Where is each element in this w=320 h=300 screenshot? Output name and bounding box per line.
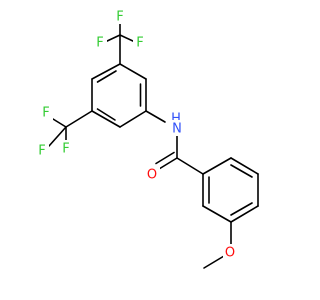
oxygen-atom: O bbox=[145, 166, 160, 183]
svg-text:F: F bbox=[42, 106, 49, 121]
svg-text:N: N bbox=[172, 122, 182, 137]
ring1-bond bbox=[119, 63, 147, 80]
cf-bond bbox=[119, 34, 136, 43]
ring1-bond bbox=[91, 110, 121, 128]
svg-text:F: F bbox=[136, 36, 143, 51]
svg-text:F: F bbox=[62, 142, 69, 157]
cf3-bond bbox=[65, 110, 93, 128]
svg-text:O: O bbox=[147, 168, 157, 183]
o-methyl-bond bbox=[203, 255, 225, 269]
ring1-bond bbox=[119, 110, 147, 128]
ring2-bond bbox=[230, 157, 259, 175]
fluorine-atom: F bbox=[93, 34, 107, 51]
molecule-structure: F F F F F F H N bbox=[35, 8, 259, 269]
nitrogen-atom: N bbox=[170, 120, 184, 137]
svg-text:H: H bbox=[171, 112, 181, 127]
carbonyl-bond bbox=[158, 157, 178, 170]
svg-text:F: F bbox=[116, 10, 123, 25]
svg-text:F: F bbox=[96, 36, 103, 51]
atom-label-layer: F F F F F F H N bbox=[35, 8, 238, 261]
cf-bond bbox=[48, 126, 67, 147]
fluorine-atom: F bbox=[59, 140, 73, 157]
ring1-bond bbox=[91, 63, 121, 80]
fluorine-atom: F bbox=[39, 104, 53, 121]
cf-bond bbox=[104, 34, 121, 43]
ring2-inner-bond bbox=[230, 164, 253, 178]
bond-layer bbox=[48, 19, 259, 269]
ring1-inner-bond bbox=[96, 70, 117, 83]
carbonyl-aryl-bond bbox=[176, 157, 204, 175]
aryl-n-bond bbox=[145, 110, 166, 123]
ring2-inner-bond bbox=[230, 202, 253, 216]
ring2-bond bbox=[230, 205, 259, 223]
ring2-bond bbox=[202, 157, 232, 175]
fluorine-atom: F bbox=[35, 142, 49, 159]
ring2-bond bbox=[202, 205, 232, 223]
oxygen-atom: O bbox=[223, 244, 238, 261]
cf-bond bbox=[52, 118, 67, 128]
svg-text:F: F bbox=[38, 144, 45, 159]
svg-text:O: O bbox=[225, 246, 235, 261]
carbonyl-bond bbox=[155, 151, 175, 165]
fluorine-atom: F bbox=[133, 34, 147, 51]
fluorine-atom: F bbox=[113, 8, 127, 25]
ring1-inner-bond bbox=[96, 108, 116, 121]
